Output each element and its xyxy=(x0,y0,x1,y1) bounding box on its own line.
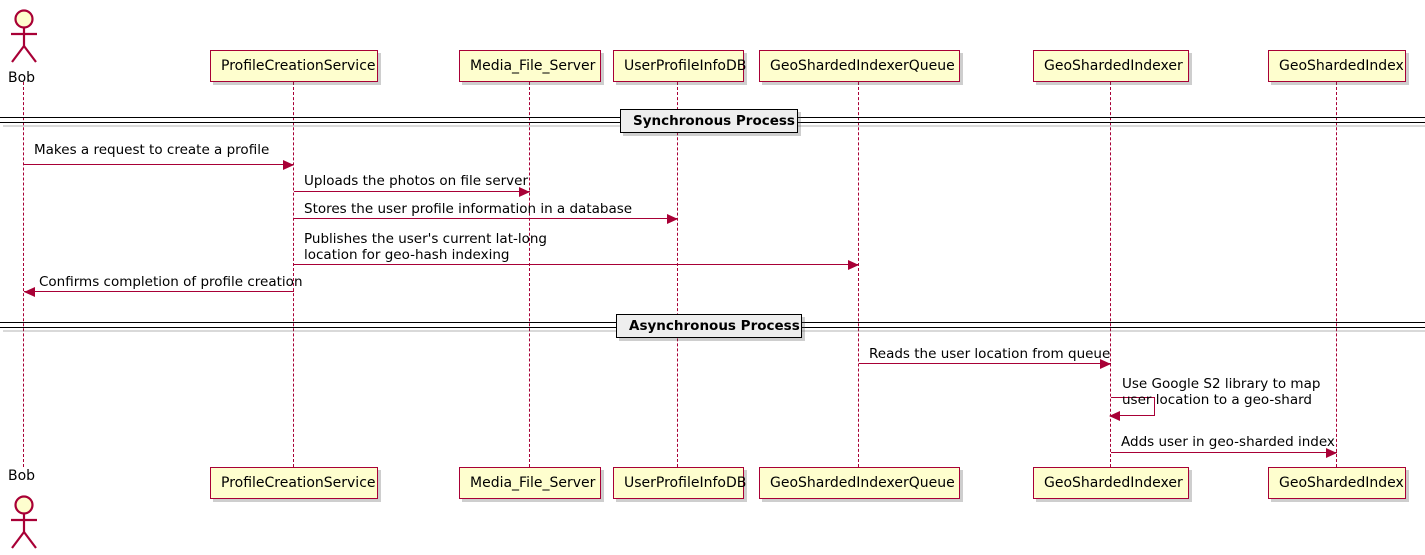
actor-label-top-bob: Bob xyxy=(8,70,36,86)
lifeline-gsiq xyxy=(858,82,860,467)
participant-top-gsi[interactable]: GeoShardedIndexer xyxy=(1033,50,1189,82)
message-label-m2: Uploads the photos on file server xyxy=(304,173,529,189)
lifeline-mfs xyxy=(529,82,531,467)
participant-top-mfs[interactable]: Media_File_Server xyxy=(459,50,601,82)
arrowhead-m8 xyxy=(1326,447,1337,458)
lifeline-pcs xyxy=(293,82,295,467)
arrowhead-m4 xyxy=(848,259,859,270)
participant-top-updb[interactable]: UserProfileInfoDB xyxy=(613,50,746,82)
lifeline-bob xyxy=(23,82,25,467)
message-label-m4: Publishes the user's current lat-long lo… xyxy=(304,231,547,263)
participant-bottom-gsidx[interactable]: GeoShardedIndex xyxy=(1268,467,1406,499)
lifeline-gsi xyxy=(1110,82,1112,467)
participant-bottom-mfs[interactable]: Media_File_Server xyxy=(459,467,601,499)
lifeline-gsidx xyxy=(1336,82,1338,467)
participant-top-gsidx[interactable]: GeoShardedIndex xyxy=(1268,50,1406,82)
divider-label-sync: Synchronous Process xyxy=(620,109,798,133)
actor-label-bottom-bob: Bob xyxy=(8,468,36,484)
arrowhead-m7 xyxy=(1109,410,1120,421)
actor-figure-top-bob xyxy=(6,8,42,68)
participant-bottom-gsiq[interactable]: GeoShardedIndexerQueue xyxy=(759,467,960,499)
message-line-m8 xyxy=(1111,452,1337,453)
participant-bottom-pcs[interactable]: ProfileCreationService xyxy=(210,467,378,499)
arrowhead-m3 xyxy=(667,213,678,224)
message-line-m1 xyxy=(24,164,294,165)
participant-top-pcs[interactable]: ProfileCreationService xyxy=(210,50,378,82)
divider-label-async: Asynchronous Process xyxy=(616,314,802,338)
message-line-m3 xyxy=(294,218,678,219)
participant-top-gsiq[interactable]: GeoShardedIndexerQueue xyxy=(759,50,960,82)
message-line-m4 xyxy=(294,264,859,265)
message-label-m6: Reads the user location from queue xyxy=(869,346,1111,362)
actor-figure-bottom-bob xyxy=(6,494,42,554)
lifeline-updb xyxy=(677,82,679,467)
message-label-m5: Confirms completion of profile creation xyxy=(39,274,303,290)
message-label-m8: Adds user in geo-sharded index xyxy=(1121,434,1335,450)
arrowhead-m2 xyxy=(519,186,530,197)
message-label-m3: Stores the user profile information in a… xyxy=(304,201,633,217)
self-message-loop-m7 xyxy=(1111,397,1155,416)
participant-bottom-gsi[interactable]: GeoShardedIndexer xyxy=(1033,467,1189,499)
message-label-m1: Makes a request to create a profile xyxy=(34,142,270,158)
arrowhead-m5 xyxy=(24,286,35,297)
message-label-m7: Use Google S2 library to map user locati… xyxy=(1122,376,1321,408)
message-line-m2 xyxy=(294,191,530,192)
participant-bottom-updb[interactable]: UserProfileInfoDB xyxy=(613,467,746,499)
arrowhead-m6 xyxy=(1100,358,1111,369)
arrowhead-m1 xyxy=(283,159,294,170)
message-line-m5 xyxy=(24,291,294,292)
message-line-m6 xyxy=(859,363,1111,364)
